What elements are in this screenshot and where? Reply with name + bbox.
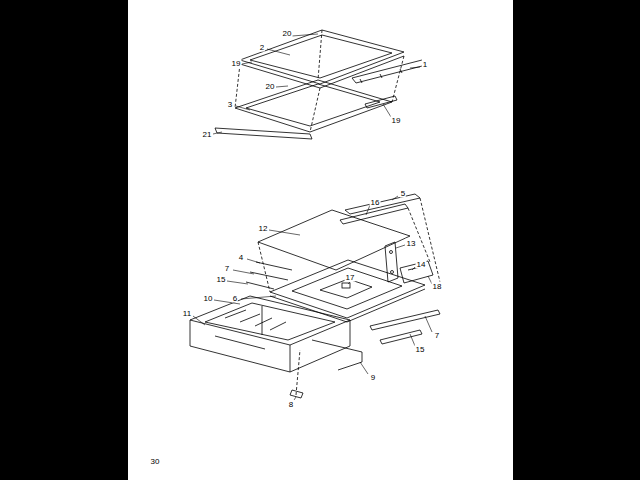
callout-number: 7 xyxy=(434,331,440,340)
callout-number: 19 xyxy=(391,116,402,125)
callout-number: 5 xyxy=(400,189,406,198)
callout-number: 18 xyxy=(432,282,443,291)
shelf-drawing xyxy=(190,30,440,398)
callout-number: 3 xyxy=(227,100,233,109)
leader-lines xyxy=(193,34,432,400)
callout-number: 6 xyxy=(232,294,238,303)
page-number: 30 xyxy=(150,457,161,466)
callout-number: 1 xyxy=(422,60,428,69)
callout-number: 9 xyxy=(370,373,376,382)
callout-number: 15 xyxy=(415,345,426,354)
callout-number: 4 xyxy=(238,253,244,262)
border-bar xyxy=(513,0,640,480)
callout-number: 20 xyxy=(282,29,293,38)
callout-number: 19 xyxy=(231,59,242,68)
callout-number: 15 xyxy=(216,275,227,284)
callout-number: 12 xyxy=(258,224,269,233)
callout-number: 21 xyxy=(202,130,213,139)
callout-number: 8 xyxy=(288,400,294,409)
callout-number: 14 xyxy=(416,260,427,269)
callout-number: 11 xyxy=(182,309,192,318)
border-bar xyxy=(0,0,128,480)
callout-number: 20 xyxy=(265,82,276,91)
callout-number: 10 xyxy=(203,294,214,303)
callout-number: 7 xyxy=(224,264,230,273)
callout-number: 2 xyxy=(259,43,265,52)
callout-number: 16 xyxy=(370,198,381,207)
callout-number: 13 xyxy=(406,239,417,248)
callout-number: 17 xyxy=(345,273,356,282)
